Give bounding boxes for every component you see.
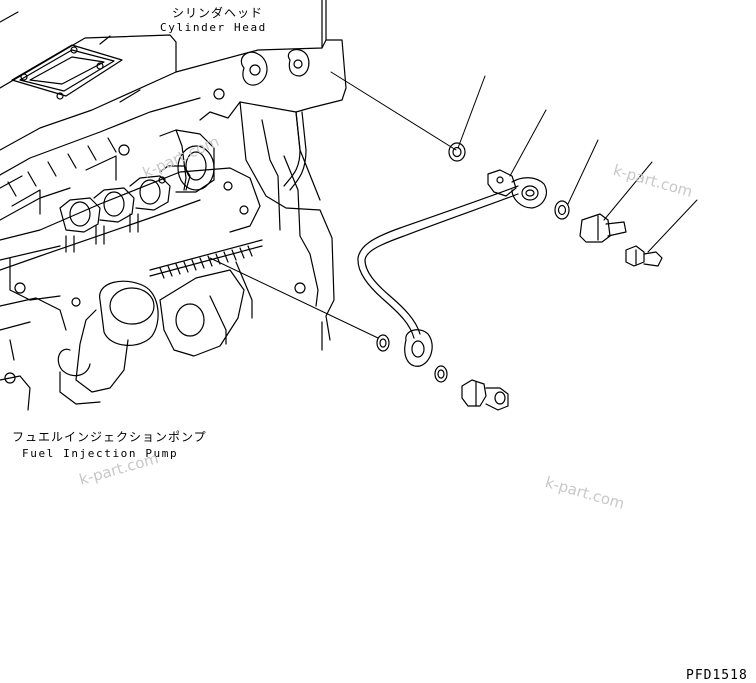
drawing-code: PFD1518 — [686, 668, 748, 683]
engine-block — [0, 0, 346, 410]
fuel-pump-label-en: Fuel Injection Pump — [22, 447, 179, 460]
washers — [377, 143, 569, 382]
fuel-pump-label-jp: フュエルインジェクションポンプ — [12, 430, 207, 444]
cylinder-head-label-jp: シリンダヘッド — [172, 6, 264, 20]
bolts — [462, 214, 662, 410]
cylinder-head-label-en: Cylinder Head — [160, 21, 267, 34]
fuel-pipe — [358, 170, 546, 366]
leader-lines — [210, 72, 697, 338]
